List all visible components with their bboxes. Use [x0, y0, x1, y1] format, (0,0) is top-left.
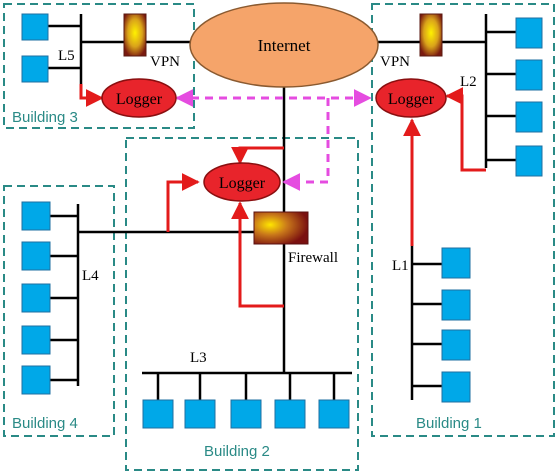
building-2-boundary [125, 137, 359, 471]
logger-building-1-label: Logger [388, 91, 435, 108]
logger-building-3-label: Logger [116, 91, 163, 108]
b2-inet-log-arrow [231, 146, 284, 165]
logger-building-3 [101, 78, 177, 118]
host-b1-l1-3 [441, 329, 471, 361]
host-b4-3 [21, 283, 51, 313]
building-4-label: Building 4 [12, 415, 78, 432]
host-b4-4 [21, 325, 51, 355]
logger-building-2-label: Logger [219, 175, 266, 192]
link-label-l3: L3 [190, 350, 207, 366]
vpn-right-label: VPN [380, 54, 410, 70]
host-b1-l2-1 [515, 17, 543, 49]
building-1-boundary [371, 3, 555, 437]
host-b2-5 [318, 399, 350, 429]
link-label-l2: L2 [460, 74, 477, 90]
host-b1-l1-2 [441, 289, 471, 321]
host-b2-1 [142, 399, 174, 429]
building-2-label: Building 2 [204, 443, 270, 460]
host-b4-1 [21, 201, 51, 231]
link-label-l5: L5 [58, 48, 75, 64]
host-b2-2 [184, 399, 216, 429]
host-b4-5 [21, 365, 51, 395]
building-1-label: Building 1 [416, 415, 482, 432]
host-b1-l1-4 [441, 371, 471, 403]
host-b2-4 [274, 399, 306, 429]
host-b1-l2-2 [515, 59, 543, 91]
host-b1-l2-4 [515, 145, 543, 177]
b2-l4-log-arrow [166, 173, 200, 232]
vpn-right-device [419, 13, 443, 57]
host-b2-3 [230, 399, 262, 429]
host-b1-l2-3 [515, 101, 543, 133]
building-3-boundary [3, 3, 195, 129]
logger-building-2 [203, 162, 281, 202]
vpn-left-label: VPN [150, 54, 180, 70]
internet-cloud [189, 2, 379, 88]
host-b3-2 [21, 55, 49, 83]
vpn-left-device [123, 13, 147, 57]
logger-link-b2 [282, 98, 330, 191]
building-3-label: Building 3 [12, 109, 78, 126]
host-b1-l1-1 [441, 247, 471, 279]
logger-building-1 [375, 78, 447, 118]
b3-log-arrow [79, 84, 104, 107]
link-label-l1: L1 [392, 258, 409, 274]
internet-label: Internet [258, 36, 311, 55]
b2-fw-log-arrow [231, 201, 284, 308]
link-label-l4: L4 [82, 268, 99, 284]
firewall-label: Firewall [288, 250, 338, 266]
host-b3-1 [21, 13, 49, 41]
firewall-device [253, 211, 309, 245]
host-b4-2 [21, 241, 51, 271]
building-4-boundary [3, 185, 115, 437]
b1-l2-log-arrow [445, 87, 486, 172]
